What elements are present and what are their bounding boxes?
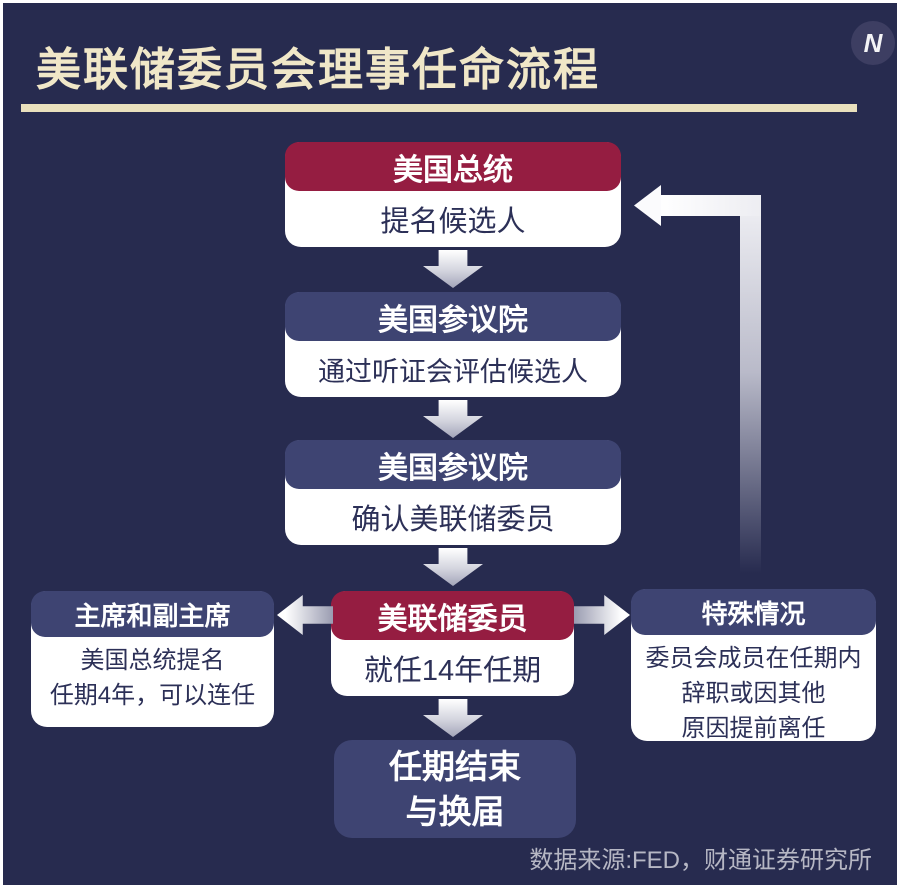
branch-special-cases-header: 特殊情况 (631, 589, 876, 635)
arrow-down-3-icon (423, 548, 483, 586)
step-us-president: 美国总统 提名候选人 (285, 142, 621, 247)
branch-chair-vicechair-body: 美国总统提名 任期4年，可以连任 (31, 643, 274, 713)
step-senate-confirm-body: 确认美联储委员 (351, 504, 555, 536)
step-senate-hearing-body: 通过听证会评估候选人 (318, 356, 588, 387)
feedback-arrow-vertical-line (740, 195, 761, 589)
brand-logo-letter: N (863, 28, 883, 58)
data-source: 数据来源:FED，财通证券研究所 (529, 847, 872, 874)
infographic-canvas: 美联储委员会理事任命流程 N 美国总统 提名候选人 美国参议院 通过听证会评估候… (3, 3, 897, 885)
arrow-down-4-icon (423, 699, 483, 737)
feedback-arrow-horizontal-line (659, 195, 761, 216)
branch-chair-vicechair-line1: 美国总统提名 (80, 647, 225, 674)
step-term-end-line2: 与换届 (405, 793, 505, 830)
step-term-end-line1: 任期结束 (389, 748, 521, 785)
arrow-left-icon (277, 595, 333, 635)
step-fed-governor-header: 美联储委员 (331, 591, 574, 640)
branch-special-cases-line1: 委员会成员在任期内 (645, 645, 862, 672)
feedback-arrowhead-icon (634, 185, 661, 226)
arrow-right-icon (574, 595, 630, 635)
branch-special-cases: 特殊情况 委员会成员在任期内 辞职或因其他 原因提前离任 (631, 589, 876, 742)
step-senate-hearing: 美国参议院 通过听证会评估候选人 (285, 292, 621, 397)
brand-logo-icon: N (851, 21, 895, 65)
branch-chair-vicechair-line2: 任期4年，可以连任 (49, 682, 256, 709)
step-senate-confirm-header: 美国参议院 (285, 440, 621, 489)
arrow-down-1-icon (423, 250, 483, 288)
branch-special-cases-line3: 原因提前离任 (681, 715, 826, 742)
arrow-down-2-icon (423, 400, 483, 438)
branch-chair-vicechair: 主席和副主席 美国总统提名 任期4年，可以连任 (31, 591, 274, 727)
branch-special-cases-body: 委员会成员在任期内 辞职或因其他 原因提前离任 (631, 641, 876, 746)
title-underline (21, 104, 857, 112)
page-title: 美联储委员会理事任命流程 (36, 45, 601, 95)
step-fed-governor-body: 就任14年任期 (363, 655, 542, 687)
step-fed-governor: 美联储委员 就任14年任期 (331, 591, 574, 696)
step-us-president-header: 美国总统 (285, 142, 621, 191)
step-senate-confirm: 美国参议院 确认美联储委员 (285, 440, 621, 545)
branch-special-cases-line2: 辞职或因其他 (681, 680, 826, 707)
branch-chair-vicechair-header: 主席和副主席 (31, 591, 274, 637)
step-us-president-body: 提名候选人 (380, 206, 526, 238)
step-term-end: 任期结束 与换届 (334, 740, 576, 838)
step-senate-hearing-header: 美国参议院 (285, 292, 621, 341)
